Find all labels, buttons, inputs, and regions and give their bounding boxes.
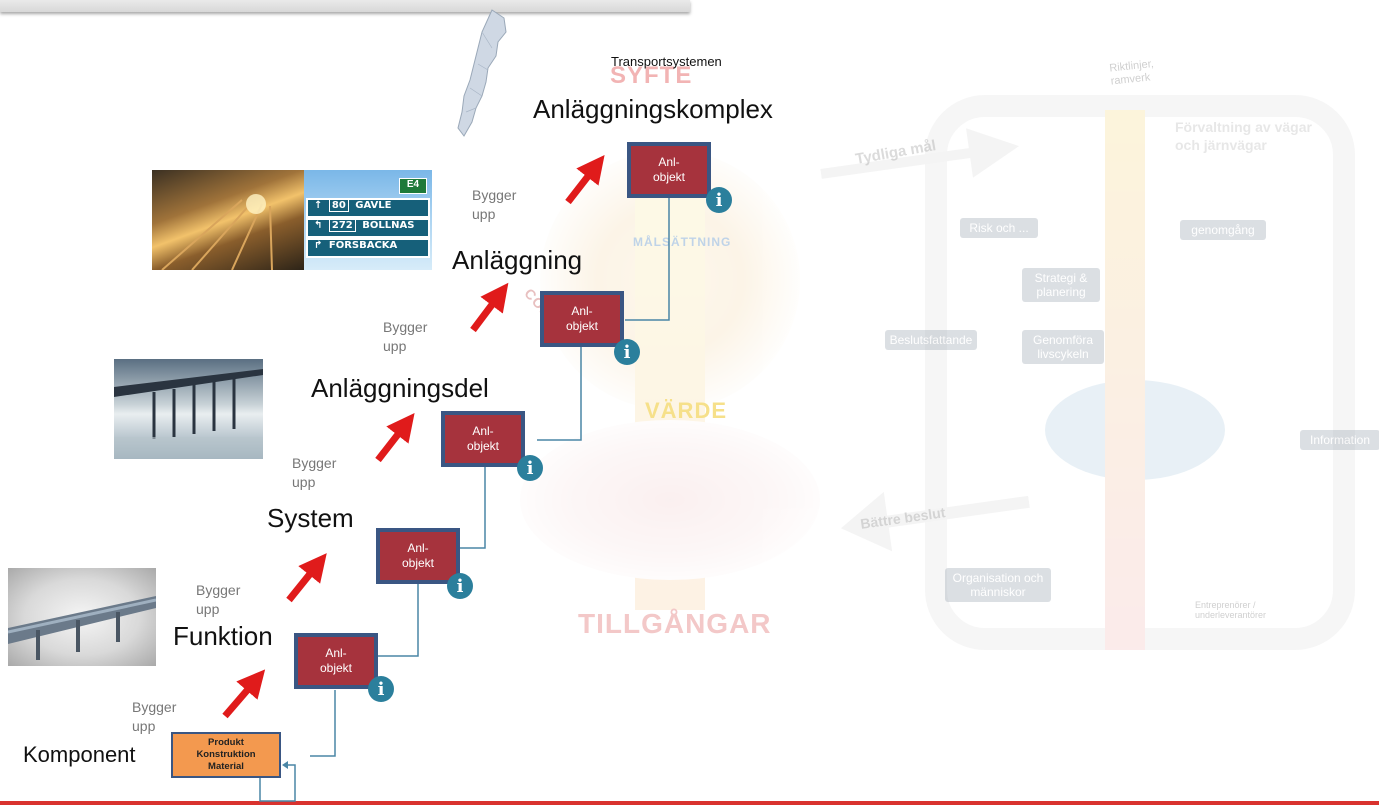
- rd-genomfora: Genomföra livscykeln: [1022, 330, 1104, 364]
- level-label-komponent: Komponent: [23, 742, 136, 767]
- rd-information: Information: [1300, 430, 1379, 450]
- component-line-produkt: Produkt: [208, 737, 244, 748]
- connector-del-system: [460, 466, 486, 549]
- road-number: 272: [328, 219, 356, 232]
- object-box-anlaggningskomplex[interactable]: Anl- objekt: [627, 142, 711, 198]
- arrow-up-icon-3: [375, 412, 415, 463]
- info-icon[interactable]: i: [368, 676, 394, 702]
- railway-photo: [152, 170, 304, 270]
- rd-strategi: Strategi & planering: [1022, 268, 1100, 302]
- info-icon[interactable]: i: [517, 455, 543, 481]
- object-box-funktion[interactable]: Anl- objekt: [294, 633, 378, 689]
- arrow-turn-right-icon: ↱: [314, 240, 323, 251]
- component-line-konstruktion: Konstruktion: [196, 749, 256, 760]
- info-icon[interactable]: i: [614, 339, 640, 365]
- bg-label-syfte: SYFTE: [610, 62, 693, 89]
- connector-komplex-anlaggning: [625, 196, 670, 321]
- connector-komponent-loop: [259, 764, 296, 802]
- arrow-up-icon-5: [565, 154, 605, 205]
- rd-title: Förvaltning av vägar och järnvägar: [1175, 119, 1312, 153]
- arrow-up-icon-2: [286, 553, 327, 603]
- object-box-system[interactable]: Anl- objekt: [376, 528, 460, 584]
- background-crowd: [520, 420, 820, 580]
- rd-vertical: [1105, 110, 1145, 650]
- bg-label-varde: VÄRDE: [645, 398, 728, 423]
- component-box[interactable]: Produkt Konstruktion Material: [171, 732, 281, 778]
- builds-up-label: Bygger upp: [196, 582, 241, 617]
- place-name: BOLLNÄS: [362, 220, 415, 231]
- road-sign-e4: E4: [399, 178, 427, 194]
- road-sign-row-1: ↑ 80 GÄVLE: [306, 198, 430, 218]
- info-icon[interactable]: i: [706, 187, 732, 213]
- object-label: Anl- objekt: [565, 304, 599, 333]
- level-label-system: System: [267, 503, 354, 533]
- level-label-anlaggning: Anläggning: [452, 245, 583, 275]
- builds-up-label: Bygger upp: [132, 699, 177, 734]
- scope-label: Transportsystemen: [611, 54, 722, 69]
- bridge-photo: [114, 359, 263, 459]
- place-name: FORSBACKA: [328, 240, 398, 251]
- connector-anlaggning-del: [537, 346, 582, 441]
- loop-arrowhead-icon: [282, 761, 288, 769]
- sweden-map: [452, 8, 516, 138]
- rd-beslutsfattande: Beslutsfattande: [885, 330, 977, 350]
- bg-label-tillgangar: TILLGÅNGAR: [578, 608, 772, 639]
- guardrail-photo: [8, 568, 156, 666]
- rd-entreprenorer: Entreprenörer / underleverantörer: [1195, 600, 1267, 620]
- connector-system-funktion: [378, 582, 419, 657]
- object-label: Anl- objekt: [319, 646, 353, 675]
- road-number: 80: [328, 199, 349, 212]
- arrow-up-icon: ↑: [314, 200, 323, 211]
- builds-up-label: Bygger upp: [472, 187, 517, 222]
- road-sign-photo: E4 ↑ 80 GÄVLE ↰ 272 BOLLNÄS ↱ FORSBACKA: [304, 170, 432, 270]
- rd-risk: Risk och ...: [960, 218, 1038, 238]
- background-up-arrow: [635, 170, 705, 610]
- builds-up-label: Bygger upp: [292, 455, 337, 490]
- arrow-turn-left-icon: ↰: [314, 220, 323, 231]
- rd-center: [1045, 380, 1225, 480]
- component-line-material: Material: [208, 761, 244, 772]
- rd-loop: [925, 95, 1355, 650]
- object-label: Anl- objekt: [401, 541, 435, 570]
- arrow-up-icon-4: [470, 282, 509, 333]
- object-box-anlaggningsdel[interactable]: Anl- objekt: [441, 411, 525, 467]
- rd-text-group: Förvaltning av vägar och järnvägar Tydli…: [800, 40, 1379, 660]
- connector-funktion-komponent: [310, 690, 336, 757]
- object-label: Anl- objekt: [652, 155, 686, 184]
- place-name: GÄVLE: [355, 200, 392, 211]
- top-ribbon: [0, 0, 690, 12]
- object-label: Anl- objekt: [466, 424, 500, 453]
- road-sign-row-2: ↰ 272 BOLLNÄS: [306, 218, 430, 238]
- level-label-anlaggningskomplex: Anläggningskomplex: [533, 94, 773, 124]
- road-sign-row-3: ↱ FORSBACKA: [306, 238, 430, 258]
- rd-genomgang: genomgång: [1180, 220, 1266, 240]
- level-label-anlaggningsdel: Anläggningsdel: [311, 373, 489, 403]
- arrow-up-icon-1: [222, 669, 266, 719]
- info-icon[interactable]: i: [447, 573, 473, 599]
- rd-organisation: Organisation och människor: [945, 568, 1051, 602]
- builds-up-label: Bygger upp: [383, 319, 428, 354]
- bottom-accent-line: [0, 801, 1379, 805]
- background-asset-management-diagram: [800, 40, 1379, 660]
- level-label-funktion: Funktion: [173, 621, 273, 651]
- object-box-anlaggning[interactable]: Anl- objekt: [540, 291, 624, 347]
- bg-label-malsattning: MÅLSÄTTNING: [633, 235, 732, 249]
